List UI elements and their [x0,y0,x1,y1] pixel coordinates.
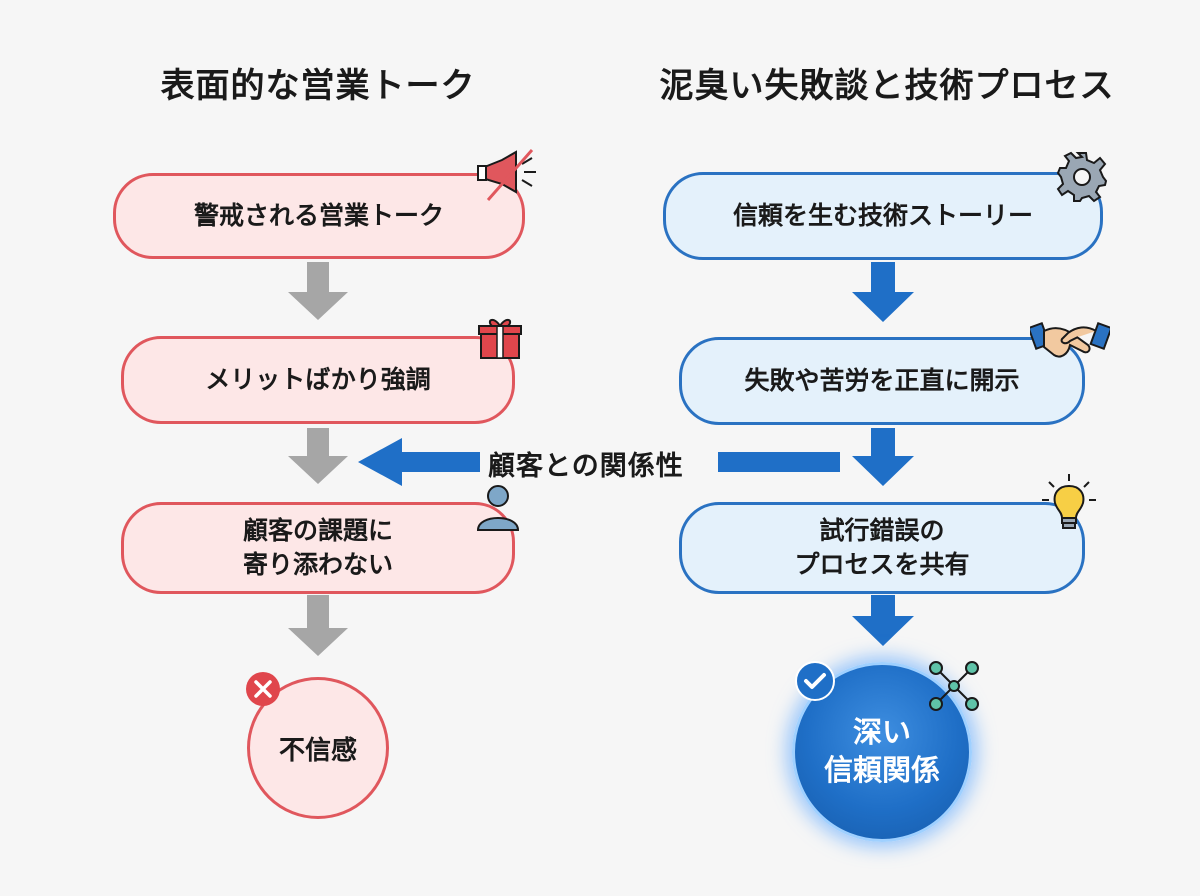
gray-arrows [288,262,348,656]
gray-arrow-3 [288,595,348,656]
handshake-icon [1030,321,1110,358]
right-step-3: 試行錯誤の プロセスを共有 [679,502,1085,594]
bridge-arrow-tail [718,452,840,472]
x-badge-icon [246,672,280,706]
blue-arrow-3 [852,595,914,646]
network-icon [929,661,979,711]
left-step-1-label: 警戒される営業トーク [193,201,444,231]
gray-arrow-2 [288,428,348,484]
lightbulb-icon [1042,474,1096,529]
left-step-1: 警戒される営業トーク [113,173,525,259]
blue-arrow-1 [852,262,914,322]
left-step-3-line1: 顧客の課題に [242,516,393,546]
left-heading: 表面的な営業トーク [160,66,476,106]
gift-icon [478,319,522,359]
megaphone-crossed-icon [477,149,536,201]
left-step-2: メリットばかり強調 [121,336,515,424]
person-icon [476,485,520,531]
right-heading: 泥臭い失敗談と技術プロセス [659,66,1115,106]
right-result-line2: 信頼関係 [823,753,940,787]
left-result-label: 不信感 [278,735,357,766]
right-step-3-line1: 試行錯誤の [819,516,945,546]
left-step-3: 顧客の課題に 寄り添わない [121,502,515,594]
right-result-line1: 深い [852,715,911,750]
gray-arrow-1 [288,262,348,320]
check-badge-icon [795,661,835,701]
gear-icon [1056,151,1108,203]
blue-arrows [358,262,914,646]
left-step-3-line2: 寄り添わない [242,550,393,579]
bridge-label: 顧客との関係性 [488,451,684,482]
right-step-2-label: 失敗や苦労を正直に開示 [744,366,1020,396]
blue-arrow-2 [852,428,914,486]
right-step-3-line2: プロセスを共有 [794,550,970,579]
right-step-1-label: 信頼を生む技術ストーリー [732,201,1033,231]
right-step-1: 信頼を生む技術ストーリー [663,172,1103,260]
right-step-2: 失敗や苦労を正直に開示 [679,337,1085,425]
right-result-circle: 深い 信頼関係 [792,662,972,842]
left-step-2-label: メリットばかり強調 [205,365,431,395]
bridge-arrow-head [358,438,480,486]
